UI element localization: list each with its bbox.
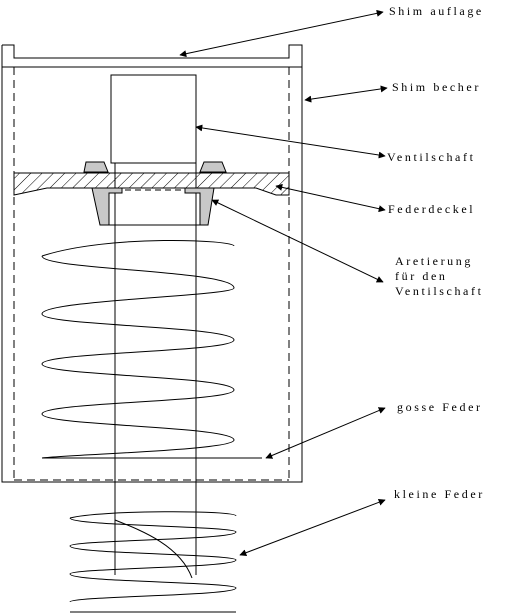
arrow-kleine-feder <box>239 498 386 557</box>
shim-bucket <box>1 44 303 483</box>
label-ventilschaft: Ventilschaft <box>387 150 476 164</box>
arrow-federdeckel <box>275 183 386 213</box>
valve-stem <box>110 74 197 575</box>
label-arretierung: Aretierung für den Ventilschaft <box>395 254 530 299</box>
arrow-grosse-feder <box>265 407 386 459</box>
label-shim-becher: Shim becher <box>392 80 481 94</box>
arrow-arretierung <box>211 199 384 283</box>
spring-retainer <box>13 172 290 196</box>
leader-arrows <box>179 9 388 557</box>
arrow-shim-auflage <box>179 9 384 58</box>
large-spring <box>41 239 262 459</box>
label-arretierung-line-2: für den <box>395 269 448 283</box>
label-arretierung-line-3: Ventilschaft <box>395 284 484 298</box>
label-kleine-feder: kleine Feder <box>394 487 485 501</box>
label-grosse-feder: gosse Feder <box>397 400 483 414</box>
valve-keepers <box>83 161 227 226</box>
arrow-ventilschaft <box>195 124 386 159</box>
label-arretierung-line-1: Aretierung <box>395 254 473 268</box>
label-federdeckel: Federdeckel <box>388 202 476 216</box>
small-spring <box>69 511 237 613</box>
label-shim-auflage: Shim auflage <box>389 4 484 18</box>
arrow-shim-becher <box>304 85 388 103</box>
